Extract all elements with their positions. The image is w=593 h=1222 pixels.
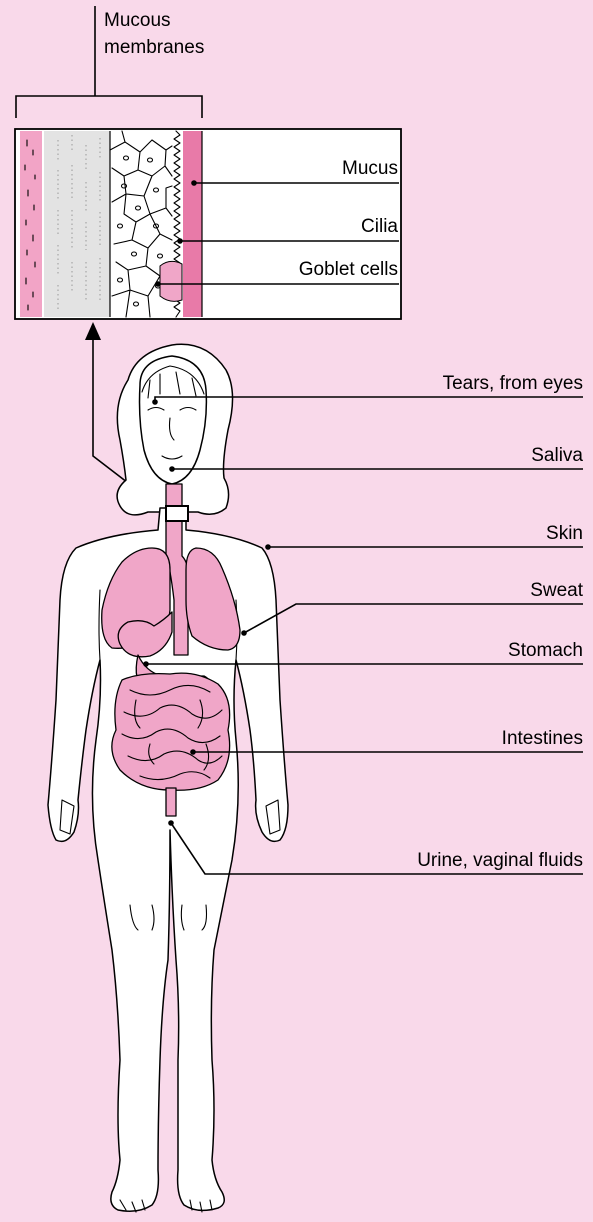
- stomach-label: Stomach: [508, 640, 583, 661]
- membrane-inset: Mucus Cilia Goblet cells: [15, 129, 401, 319]
- saliva-label: Saliva: [531, 445, 583, 466]
- arrow-head: [85, 322, 101, 340]
- rectum: [166, 788, 176, 816]
- urine-label: Urine, vaginal fluids: [417, 850, 583, 871]
- mucus-label: Mucus: [342, 158, 398, 179]
- connective-layer: [44, 131, 110, 317]
- goblet-cells-label: Goblet cells: [299, 259, 398, 280]
- tears-label: Tears, from eyes: [443, 373, 583, 394]
- goblet-cell: [160, 261, 182, 301]
- skin-label: Skin: [546, 523, 583, 544]
- body-figure: [48, 344, 288, 1212]
- sweat-leader: [244, 604, 583, 633]
- intestines-label: Intestines: [502, 728, 583, 749]
- sweat-label: Sweat: [530, 580, 584, 601]
- intestines: [112, 673, 230, 790]
- header-bracket: [16, 96, 202, 118]
- cilia-label: Cilia: [361, 216, 398, 237]
- header-title-line1: Mucous: [104, 10, 171, 31]
- tissue-strip: [20, 131, 42, 317]
- header-title-line2: membranes: [104, 37, 204, 58]
- mucus-layer: [183, 131, 202, 317]
- mucous-membranes-header: Mucous membranes: [16, 6, 204, 118]
- throat-zoom-box: [166, 506, 188, 521]
